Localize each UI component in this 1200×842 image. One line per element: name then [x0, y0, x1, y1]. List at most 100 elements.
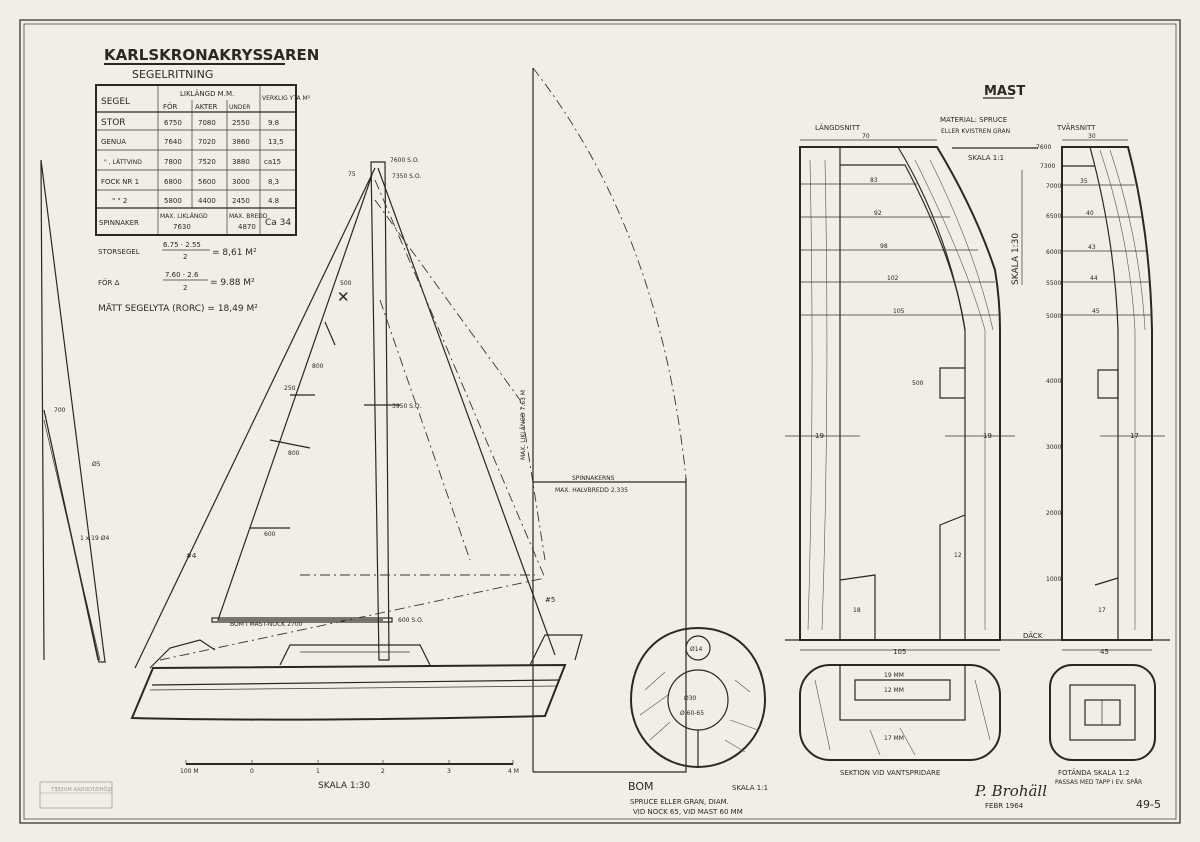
spin-bredd: 4870 — [238, 223, 256, 231]
dim-17: 17 — [1098, 607, 1106, 614]
boom-scale: SKALA 1:1 — [732, 784, 768, 792]
row-yta: 8,3 — [268, 178, 279, 186]
table-row-spinnaker: SPINNAKER MAX. LIKLÄNGD 7630 MAX. BREDD … — [99, 213, 291, 231]
boom — [211, 617, 393, 623]
fotanda-subtitle: PASSAS MED TAPP I EV. SPÅR — [1055, 779, 1142, 786]
sail-plan: ✕ 7600 S.O. 7350 S.O. 75 3950 S.O. BOM I… — [130, 157, 583, 721]
mast — [370, 161, 390, 661]
section-vantspridare: 19 MM 12 MM 17 MM SEKTION VID VANTSPRIDA… — [799, 664, 1001, 777]
sail-insignia: ✕ — [337, 288, 350, 306]
drawing-number: 49-5 — [1136, 798, 1161, 811]
base-tvar: 45 — [1100, 648, 1109, 656]
scale-tick: 0 — [250, 768, 254, 775]
mainsail — [217, 174, 383, 621]
tvar-dim: 40 — [1086, 210, 1094, 217]
height-label: 7300 — [1040, 163, 1055, 170]
spin-liklangd-label: MAX. LIKLÄNGD — [160, 213, 208, 220]
base-langd: 105 — [893, 648, 906, 656]
dack-label: DÄCK — [1023, 631, 1043, 640]
scale-tick: 1 — [316, 768, 320, 775]
tvar-dim: 30 — [1088, 133, 1096, 140]
langd-dim: 70 — [862, 133, 870, 140]
boom-dim-14: Ø14 — [690, 646, 703, 653]
section-dim-17: 17 MM — [884, 735, 904, 742]
height-label: 5000 — [1046, 313, 1061, 320]
scale-label: SKALA 1:30 — [318, 781, 370, 791]
row-segel: STOR — [101, 118, 126, 128]
sail-table: SEGEL LIKLÄNGD M.M. FÖR AKTER UNDER VERK… — [95, 84, 311, 236]
storsegel-numerator: 6.75 · 2.55 — [163, 241, 201, 249]
section-title: SEKTION VID VANTSPRIDARE — [840, 769, 940, 777]
height-label: 6000 — [1046, 249, 1061, 256]
tvar-dim: 44 — [1090, 275, 1098, 282]
row-under: 2450 — [232, 197, 250, 205]
row-yta: 9.8 — [268, 119, 279, 127]
section-dim-12: 12 MM — [884, 687, 904, 694]
height-label: 7600 — [1036, 144, 1051, 151]
row-segel: GENUA — [101, 138, 126, 146]
mast-drawing: MAST MATERIAL: SPRUCE ELLER KVISTREN GRA… — [785, 84, 1170, 656]
boom-title: BOM — [628, 780, 654, 793]
mast-title: MAST — [984, 84, 1025, 99]
dim-500: 500 — [912, 380, 924, 387]
langd-dim: 102 — [887, 275, 899, 282]
boom-desc-2: VID NOCK 65, VID MAST 60 MM — [633, 808, 743, 816]
langdsnitt-title: LÄNGDSNITT — [815, 123, 861, 132]
row-akter: 4400 — [198, 197, 216, 205]
wire-4: #4 — [186, 552, 197, 560]
wall-right: 19 — [983, 432, 992, 440]
storsegel-result: = 8,61 M² — [212, 248, 257, 258]
row-akter: 7520 — [198, 158, 216, 166]
row-for: 5800 — [164, 197, 182, 205]
row-akter: 7020 — [198, 138, 216, 146]
table-row: " " 2 5800 4400 2450 4.8 — [112, 197, 279, 205]
backstay — [377, 167, 556, 656]
height-labels: 7600 7300 7000 6500 6000 5500 5000 4000 … — [1036, 144, 1061, 583]
dim-500: 500 — [340, 280, 352, 287]
mast-material-1: MATERIAL: SPRUCE — [940, 116, 1007, 124]
drawing-title: KARLSKRONAKRYSSAREN — [104, 46, 319, 64]
col-segel: SEGEL — [101, 97, 130, 107]
hull — [130, 663, 567, 721]
storsegel-label: STORSEGEL — [98, 248, 140, 256]
for-numerator: 7.60 · 2.6 — [165, 271, 199, 279]
signature: P. Brohäll — [974, 782, 1047, 800]
dim-12: 12 — [954, 552, 962, 559]
tvar-dim: 35 — [1080, 178, 1088, 185]
drawing-date: FEBR 1964 — [985, 802, 1024, 810]
mast-material-2: ELLER KVISTREN GRAN — [941, 128, 1010, 135]
col-akter: AKTER — [195, 103, 218, 111]
spinnaker-halvbredd-1: SPINNAKERNS — [572, 475, 615, 482]
tvarsnitt-title: TVÄRSNITT — [1056, 123, 1096, 132]
height-label: 4000 — [1046, 378, 1061, 385]
dim-3950: 3950 S.O. — [392, 403, 421, 410]
height-label: 3000 — [1046, 444, 1061, 451]
mast-scale-1-30: SKALA 1:30 — [1011, 233, 1021, 285]
fotanda-title: FOTÄNDA SKALA 1:2 — [1058, 768, 1130, 777]
row-under: 2550 — [232, 119, 250, 127]
row-under: 3860 — [232, 138, 250, 146]
row-segel: SPINNAKER — [99, 219, 139, 227]
row-for: 7640 — [164, 138, 182, 146]
storsegel-denominator: 2 — [183, 253, 187, 261]
langd-dim: 83 — [870, 177, 878, 184]
museum-stamp: SJÖHISTORISKA MUSEET — [39, 781, 113, 809]
dim-600: 600 — [264, 531, 276, 538]
langd-dim: 98 — [880, 243, 888, 250]
dim-250: 250 — [284, 385, 296, 392]
dim-wire: 1 x 19 Ø4 — [80, 535, 109, 542]
row-for: 6800 — [164, 178, 182, 186]
dim-18: 18 — [853, 607, 861, 614]
row-for: 7800 — [164, 158, 182, 166]
dim-boom: BOM I MAST-NOCK 2700 — [230, 621, 303, 628]
row-under: 3880 — [232, 158, 250, 166]
row-under: 3000 — [232, 178, 250, 186]
tvar-dim: 43 — [1088, 244, 1096, 251]
row-segel: " , LÄTTVIND — [104, 159, 142, 166]
boom-desc-1: SPRUCE ELLER GRAN, DIAM. — [630, 798, 729, 806]
spin-liklangd: 7630 — [173, 223, 191, 231]
row-akter: 7080 — [198, 119, 216, 127]
spin-yta: Ca 34 — [265, 218, 291, 228]
langd-dim: 105 — [893, 308, 905, 315]
